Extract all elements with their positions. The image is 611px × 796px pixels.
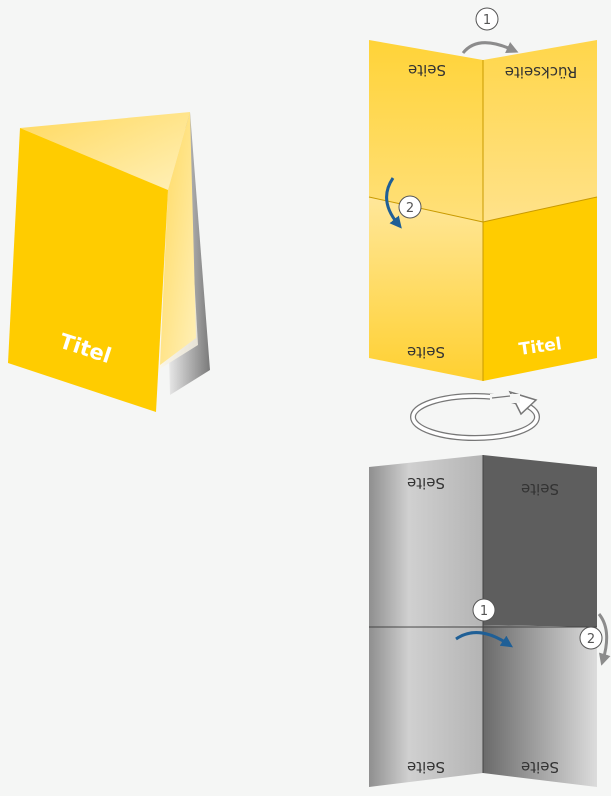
yellow-panel-bottom-right xyxy=(483,197,597,381)
gray-panel-bottom-left xyxy=(369,625,483,787)
yellow-page-label-top: Seite xyxy=(408,61,446,79)
gray-page-label-bottom-left: Seite xyxy=(407,758,445,776)
step1-number-badge xyxy=(475,7,499,31)
step1-fold-arrow-icon xyxy=(461,41,519,55)
step2-number-badge xyxy=(398,195,422,219)
yellow-sheet: Seite Rückseite Seite Titel 1 2 xyxy=(368,7,598,381)
step1-number: 1 xyxy=(483,13,491,28)
gray-page-label-top-left: Seite xyxy=(407,474,445,492)
gray-page-label-bottom-right: Seite xyxy=(521,758,559,776)
gray-step1-number: 1 xyxy=(480,604,488,619)
gray-panel-top-right xyxy=(483,455,597,627)
yellow-back-label: Rückseite xyxy=(505,63,578,81)
gray-sheet: Seite Seite Seite Seite 1 2 xyxy=(369,455,611,787)
booklet-back-cover xyxy=(20,112,190,190)
yellow-panel-top-right xyxy=(483,40,597,222)
folded-booklet: Titel xyxy=(8,112,210,412)
gray-page-label-top-right: Seite xyxy=(521,480,559,498)
yellow-page-label-bottom: Seite xyxy=(407,343,445,361)
gray-step2-fold-arrow-icon xyxy=(597,613,611,666)
yellow-panel-bottom-left xyxy=(369,197,483,381)
step2-number: 2 xyxy=(406,201,414,216)
gray-step1-fold-arrow-icon xyxy=(455,631,513,648)
gray-step1-number-badge xyxy=(472,598,496,622)
gray-panel-top-left xyxy=(369,455,483,627)
step2-fold-arrow-icon xyxy=(385,177,402,229)
yellow-fold-horizontal-right xyxy=(482,196,598,223)
yellow-panel-top-left xyxy=(369,40,483,222)
booklet-spine-inner xyxy=(160,112,196,365)
booklet-front-cover xyxy=(8,128,168,412)
gray-panel-bottom-right xyxy=(483,625,597,787)
rotate-arrow-icon xyxy=(410,390,540,441)
gray-step2-number: 2 xyxy=(587,632,595,647)
gray-step2-number-badge xyxy=(579,626,603,650)
